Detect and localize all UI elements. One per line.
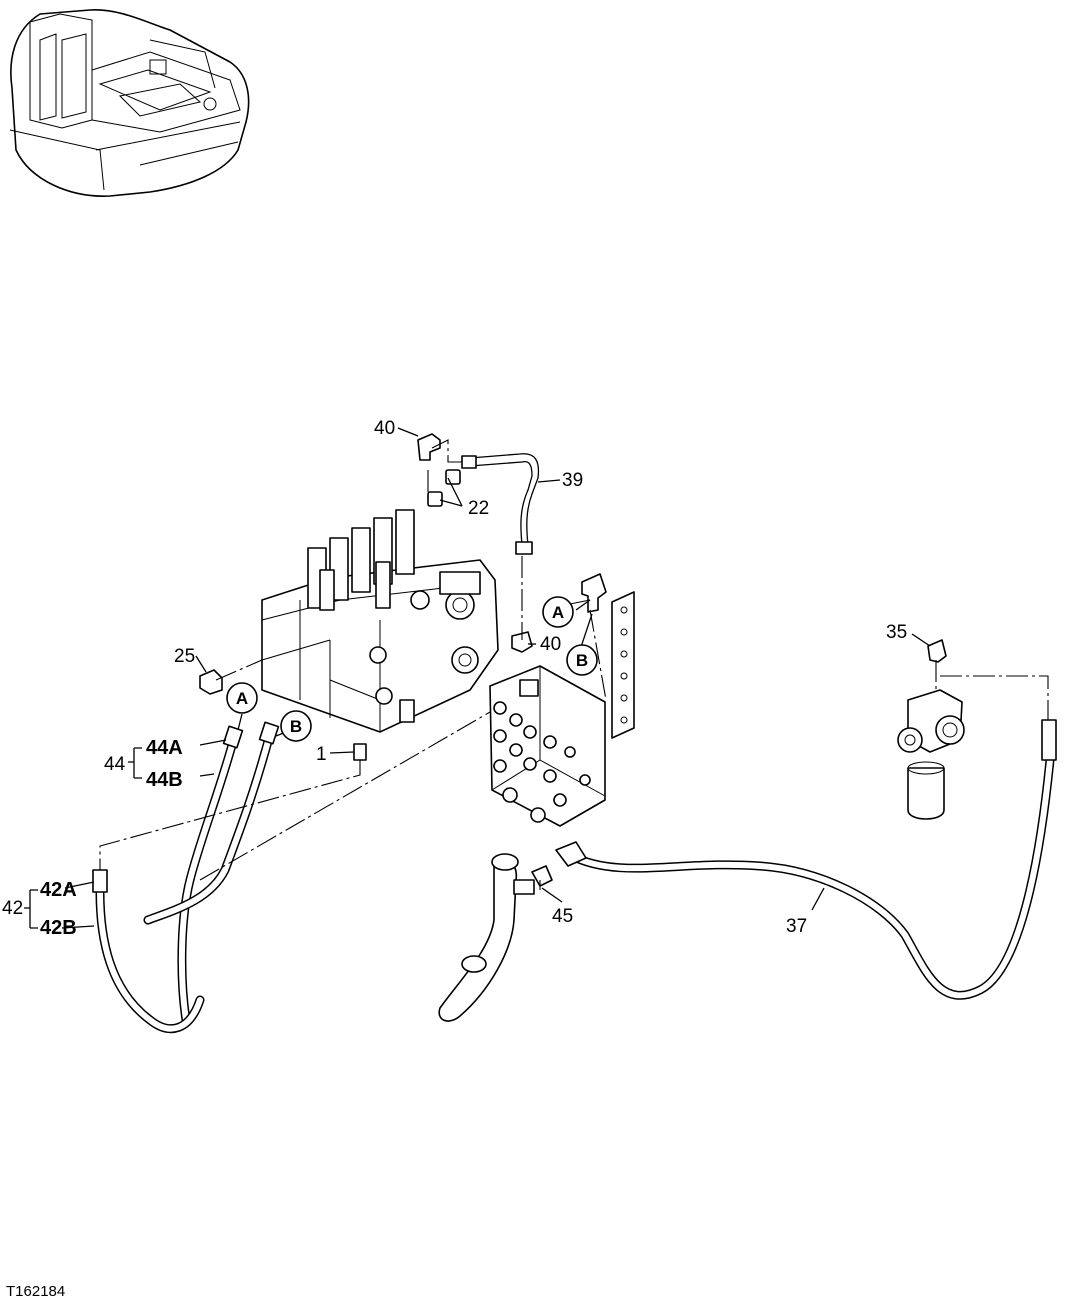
callout-1: 1: [316, 744, 327, 765]
callout-42b: 42B: [40, 917, 77, 939]
callout-44a: 44A: [146, 737, 183, 759]
fitting-35: [927, 639, 947, 663]
suction-pipe: [438, 853, 535, 1022]
callout-39: 39: [562, 470, 583, 491]
machine-locator-illustration: [9, 9, 250, 197]
control-valve: [261, 509, 499, 733]
callout-42: 42: [2, 898, 23, 919]
callout-35: 35: [886, 622, 907, 643]
callout-45: 45: [552, 906, 573, 927]
hose-44a: [177, 725, 244, 1025]
elbow-fitting-40-mid: [511, 631, 533, 653]
filter-assembly: [897, 689, 965, 820]
connector-b-right: B: [566, 644, 598, 676]
pilot-valve-manifold: [489, 665, 606, 827]
svg-text:B: B: [576, 651, 588, 670]
fitting-45: [531, 865, 553, 887]
callout-37: 37: [786, 916, 807, 937]
hose-37: [555, 719, 1057, 1000]
hose-42: [92, 869, 205, 1034]
leader-lines: [24, 427, 931, 929]
tube-39: [461, 453, 540, 555]
connector-a-right: A: [542, 596, 574, 628]
callout-40-top: 40: [374, 418, 395, 439]
callout-42a: 42A: [40, 879, 77, 901]
connector-b-left: B: [280, 710, 312, 742]
callout-22: 22: [468, 498, 489, 519]
callout-44b: 44B: [146, 769, 183, 791]
elbow-fitting-bracket: [581, 573, 607, 613]
fitting-1: [353, 743, 367, 761]
connection-lines: [99, 439, 1049, 890]
svg-text:B: B: [290, 717, 302, 736]
mounting-bracket: [611, 591, 635, 739]
callout-44: 44: [104, 754, 126, 775]
svg-text:A: A: [236, 689, 248, 708]
figure-id: T162184: [6, 1283, 65, 1300]
hose-44b: [143, 721, 280, 925]
svg-text:A: A: [552, 603, 564, 622]
callout-25: 25: [174, 646, 195, 667]
plug-25: [199, 669, 223, 695]
connector-a-left: A: [226, 682, 258, 714]
elbow-fitting-40-top: [417, 433, 441, 461]
callout-40-mid: 40: [540, 634, 561, 655]
